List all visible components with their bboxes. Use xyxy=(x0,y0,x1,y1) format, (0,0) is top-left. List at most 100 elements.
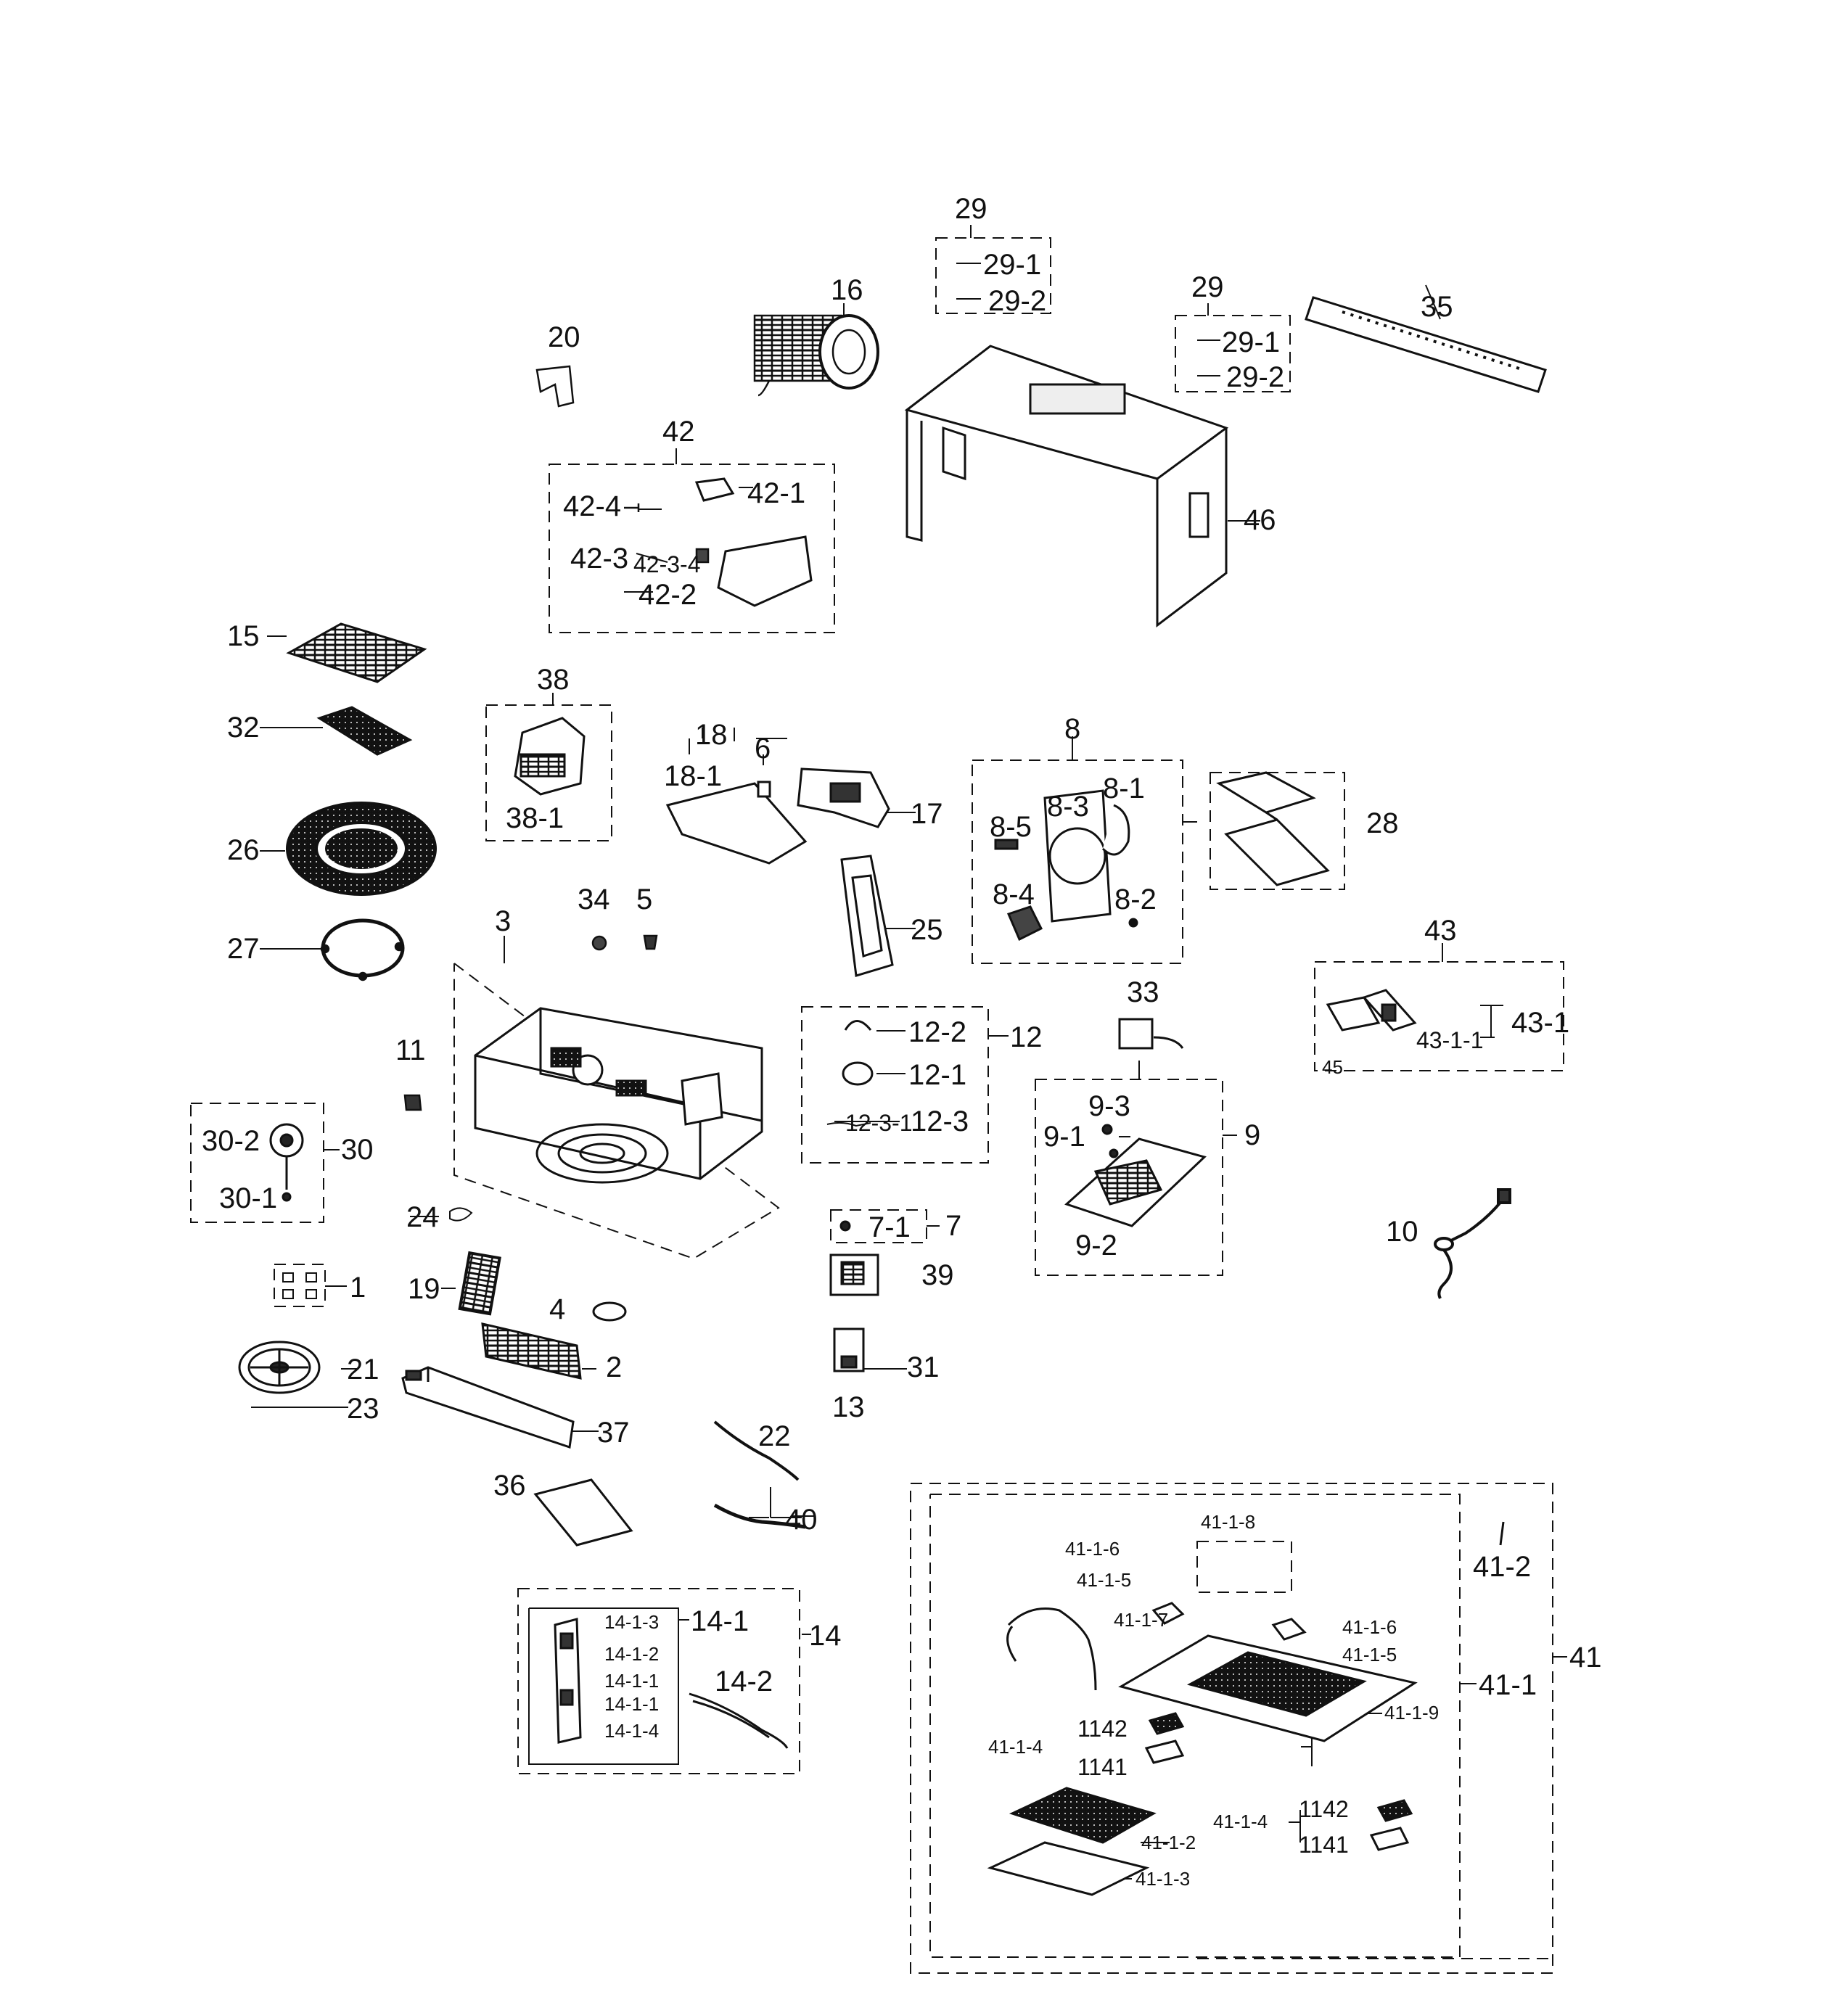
label-41-1-6-a: 41-1-6 xyxy=(1065,1538,1120,1560)
label-42-4: 42-4 xyxy=(563,490,622,522)
label-12-2: 12-2 xyxy=(908,1016,967,1048)
label-11: 33 xyxy=(1127,976,1159,1008)
blower-motor-part-16 xyxy=(753,314,879,397)
bracket-part-20 xyxy=(535,365,575,408)
callout-43: 43 xyxy=(1424,915,1457,947)
label-1142-b: 1142 xyxy=(1299,1796,1349,1822)
label-30-2: 30-2 xyxy=(202,1125,260,1157)
parts-set-1 xyxy=(282,1272,317,1299)
label-21: 21 xyxy=(347,1354,379,1386)
hinge-part-43 xyxy=(1326,989,1417,1032)
turntable-part-26 xyxy=(286,802,437,896)
label-14-1-4: 14-1-4 xyxy=(604,1720,660,1742)
label-27: 27 xyxy=(227,933,260,965)
label-8-2: 8-2 xyxy=(1114,884,1157,915)
wire-harness-part-22 xyxy=(713,1420,800,1481)
label-29-2-a: 29-2 xyxy=(988,285,1047,317)
label-12-1: 12-1 xyxy=(908,1059,967,1091)
power-cord-part-10 xyxy=(1434,1188,1511,1299)
label-8-1: 8-1 xyxy=(1103,773,1145,804)
label-17: 17 xyxy=(911,798,943,830)
label-36: 36 xyxy=(493,1470,526,1502)
label-1: 1 xyxy=(350,1272,366,1304)
label-41-1-6-b: 41-1-6 xyxy=(1342,1616,1397,1638)
label-15: 15 xyxy=(227,620,260,652)
grille-part-15 xyxy=(286,622,427,683)
label-1141-b: 1141 xyxy=(1299,1832,1349,1858)
label-14-1-2: 14-1-2 xyxy=(604,1643,660,1665)
label-7-1: 7-1 xyxy=(868,1211,911,1243)
label-9-2: 9-2 xyxy=(1075,1230,1117,1261)
label-22: 22 xyxy=(758,1420,791,1452)
part-5 xyxy=(643,934,658,950)
part-6 xyxy=(757,781,771,798)
label-12-3: 12-3 xyxy=(911,1106,969,1137)
filter-part-32 xyxy=(316,706,413,756)
switch-assembly-part-14 xyxy=(554,1618,789,1749)
label-9-3: 9-3 xyxy=(1088,1090,1130,1122)
part-36 xyxy=(533,1478,633,1547)
callout-29-b: 29 xyxy=(1191,271,1224,303)
label-1142-a: 1142 xyxy=(1077,1716,1128,1742)
part-24 xyxy=(449,1207,473,1222)
label-14-1-1-a: 14-1-1 xyxy=(604,1670,660,1692)
label-41-1: 41-1 xyxy=(1479,1669,1537,1701)
label-23: 23 xyxy=(347,1393,379,1425)
label-41-1-8: 41-1-8 xyxy=(1201,1511,1256,1533)
label-41-1-3: 41-1-3 xyxy=(1136,1868,1191,1890)
label-25: 25 xyxy=(911,914,943,946)
label-28: 28 xyxy=(1366,807,1399,839)
label-8-3: 8-3 xyxy=(1047,791,1089,823)
part-45 xyxy=(403,1094,422,1111)
wire-harness-part-40 xyxy=(713,1503,806,1529)
callout-38: 38 xyxy=(537,664,570,696)
label-39: 39 xyxy=(921,1259,954,1291)
label-42-1: 42-1 xyxy=(747,477,806,509)
label-8-4: 8-4 xyxy=(993,878,1035,910)
capacitor-part-12 xyxy=(826,1020,874,1127)
label-6: 6 xyxy=(755,733,771,765)
part-34 xyxy=(591,935,607,951)
label-41-1-2: 41-1-2 xyxy=(1141,1832,1196,1853)
magnetron-part-39 xyxy=(829,1220,879,1296)
bottom-plate-part-41 xyxy=(987,1521,1505,1896)
callout-14: 14 xyxy=(809,1620,842,1652)
part-2 xyxy=(481,1322,582,1380)
label-9-1: 9-1 xyxy=(1043,1121,1085,1153)
label-43-1: 43-1 xyxy=(1511,1007,1570,1039)
label-41-1-5-a: 41-1-5 xyxy=(1077,1569,1132,1591)
callout-30: 30 xyxy=(341,1134,374,1166)
label-43-1-1: 43-1-1 xyxy=(1416,1027,1484,1053)
label-19: 19 xyxy=(408,1273,440,1305)
label-16: 16 xyxy=(831,274,863,306)
part-18 xyxy=(665,782,808,865)
oven-cavity-part-3 xyxy=(474,1007,763,1184)
part-19 xyxy=(458,1251,501,1316)
label-5: 5 xyxy=(636,884,653,915)
label-35: 35 xyxy=(1421,291,1453,323)
callout-29-a: 29 xyxy=(955,193,987,225)
bracket-part-42 xyxy=(624,477,813,607)
label-14-2: 14-2 xyxy=(715,1666,773,1697)
label-4: 4 xyxy=(549,1293,566,1325)
label-34: 34 xyxy=(578,884,610,915)
label-42-3-4: 42-3-4 xyxy=(633,551,701,577)
roller-ring-part-27 xyxy=(320,918,405,981)
label-12-3-1: 12-3-1 xyxy=(845,1110,913,1136)
label-41-1-4-b: 41-1-4 xyxy=(1213,1811,1268,1832)
label-46: 46 xyxy=(1244,504,1276,536)
label-41-2: 41-2 xyxy=(1473,1551,1532,1583)
label-31: 31 xyxy=(907,1351,940,1383)
label-24: 24 xyxy=(406,1201,439,1233)
label-41-1-7: 41-1-7 xyxy=(1114,1609,1169,1631)
part-31-and-13 xyxy=(833,1327,865,1372)
label-41-1-5-b: 41-1-5 xyxy=(1342,1644,1397,1666)
label-42-3: 42-3 xyxy=(570,543,629,575)
label-3: 3 xyxy=(495,905,512,937)
label-20: 20 xyxy=(548,321,580,353)
label-14-1-3: 14-1-3 xyxy=(604,1611,660,1633)
part-4 xyxy=(592,1301,627,1322)
callout-9: 9 xyxy=(1244,1119,1261,1151)
